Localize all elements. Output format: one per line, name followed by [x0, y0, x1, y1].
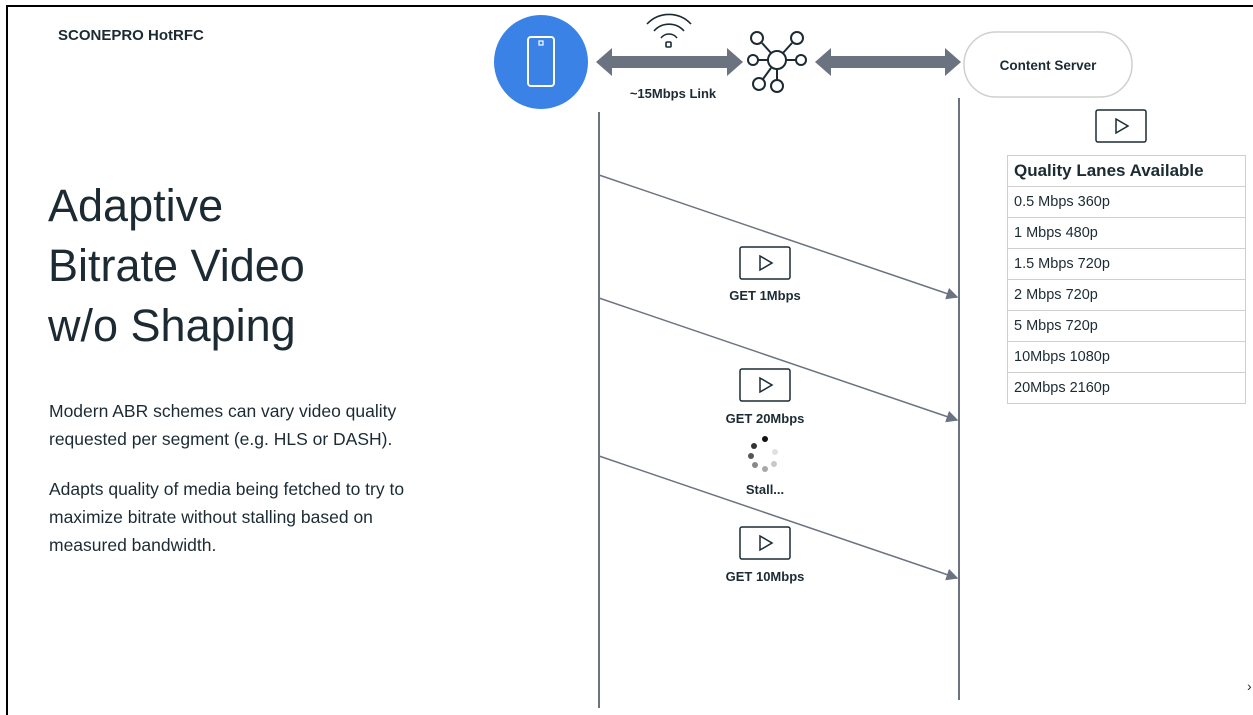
- title-line: Adaptive: [48, 180, 224, 231]
- request-arrow: [598, 297, 959, 423]
- title-line: w/o Shaping: [48, 300, 296, 351]
- table-row: 0.5 Mbps 360p: [1007, 186, 1246, 218]
- table-cell: 10Mbps 1080p: [1007, 341, 1246, 373]
- table-row: 2 Mbps 720p: [1007, 279, 1246, 311]
- request-label: GET 20Mbps: [725, 411, 805, 426]
- table-row: 20Mbps 2160p: [1007, 372, 1246, 404]
- content-server-label: Content Server: [999, 57, 1097, 73]
- slide-body: Modern ABR schemes can vary video qualit…: [49, 397, 429, 581]
- slide-title: Adaptive Bitrate Video w/o Shaping: [48, 176, 305, 356]
- smartphone-icon: [494, 15, 588, 109]
- body-paragraph: Adapts quality of media being fetched to…: [49, 479, 405, 555]
- slide-frame: [6, 5, 1253, 715]
- link-label: ~15Mbps Link: [629, 86, 717, 101]
- loading-spinner-icon: [748, 436, 778, 472]
- table-row: 1.5 Mbps 720p: [1007, 248, 1246, 280]
- request-label: GET 1Mbps: [729, 288, 801, 303]
- table-cell: 1.5 Mbps 720p: [1007, 248, 1246, 280]
- stall-label: Stall...: [745, 482, 785, 497]
- table-header: Quality Lanes Available: [1007, 155, 1246, 187]
- network-hub-icon: [747, 31, 807, 93]
- table-row: 1 Mbps 480p: [1007, 217, 1246, 249]
- request-arrow: [598, 174, 959, 300]
- body-paragraph: Modern ABR schemes can vary video qualit…: [49, 401, 397, 449]
- table-row: 5 Mbps 720p: [1007, 310, 1246, 342]
- table-cell: 0.5 Mbps 360p: [1007, 186, 1246, 218]
- table-cell: 5 Mbps 720p: [1007, 310, 1246, 342]
- table-cell: 1 Mbps 480p: [1007, 217, 1246, 249]
- video-play-icon: [739, 526, 791, 560]
- request-arrow: [598, 455, 959, 581]
- table-row: 10Mbps 1080p: [1007, 341, 1246, 373]
- video-play-icon: [739, 368, 791, 402]
- video-play-icon: [739, 246, 791, 280]
- table-cell: 2 Mbps 720p: [1007, 279, 1246, 311]
- server-link-arrow: [815, 48, 961, 76]
- content-server-box: [963, 31, 1133, 98]
- link-arrow: [596, 48, 743, 76]
- edge-glyph: ›: [1247, 678, 1252, 694]
- request-label: GET 10Mbps: [725, 569, 805, 584]
- table-header-row: Quality Lanes Available: [1007, 155, 1246, 187]
- brand-label: SCONEPRO HotRFC: [58, 27, 204, 44]
- table-cell: 20Mbps 2160p: [1007, 372, 1246, 404]
- video-play-icon: [1095, 109, 1147, 143]
- quality-lanes-table: Quality Lanes Available 0.5 Mbps 360p 1 …: [1007, 155, 1246, 404]
- title-line: Bitrate Video: [48, 240, 305, 291]
- wifi-icon: [646, 13, 692, 48]
